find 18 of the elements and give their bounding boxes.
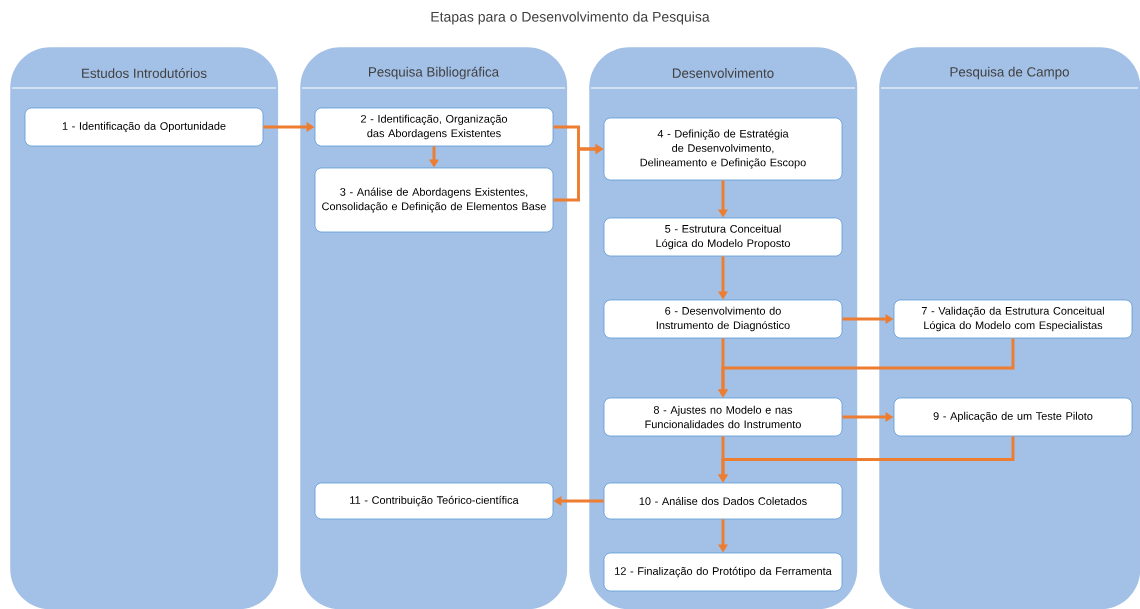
lane-heading: Estudos Introdutórios <box>82 68 207 78</box>
title: Etapas para o Desenvolvimento da Pesquisa <box>431 11 710 25</box>
step-box: 12 - Finalização do Protótipo da Ferramenta <box>603 552 843 592</box>
step-box: 5 - Estrutura Conceitual Lógica do Modelo Proposto <box>603 217 843 257</box>
step-box: 3 - Análise de Abordagens Existentes, Consolidação e Definição de Elementos Base <box>314 167 554 233</box>
lane-heading: Pesquisa de Campo <box>950 66 1069 80</box>
step-box: 2 - Identificação, Organização das Abordagens Existentes <box>314 107 554 147</box>
step-box: 11 - Contribuição Teórico-científica <box>314 482 554 520</box>
step-box: 1 - Identificação da Oportunidade <box>24 107 264 147</box>
step-box: 10 - Análise dos Dados Coletados <box>603 482 843 520</box>
step-box: 8 - Ajustes no Modelo e nas Funcionalidades do Instrumento <box>603 397 843 437</box>
lane-heading: Desenvolvimento <box>672 68 774 78</box>
step-box: 7 - Validação da Estrutura Conceitual Lógica do Modelo com Especialistas <box>893 299 1133 339</box>
lane-heading: Pesquisa Bibliográfica <box>369 66 500 80</box>
step-box: 9 - Aplicação de um Teste Piloto <box>893 397 1133 437</box>
step-box: 6 - Desenvolvimento do Instrumento de Diagnóstico <box>603 299 843 339</box>
lane-panel <box>10 47 279 609</box>
step-box: 4 - Definição de Estratégia de Desenvolvimento, Delineamento e Definição Escopo <box>603 117 843 181</box>
